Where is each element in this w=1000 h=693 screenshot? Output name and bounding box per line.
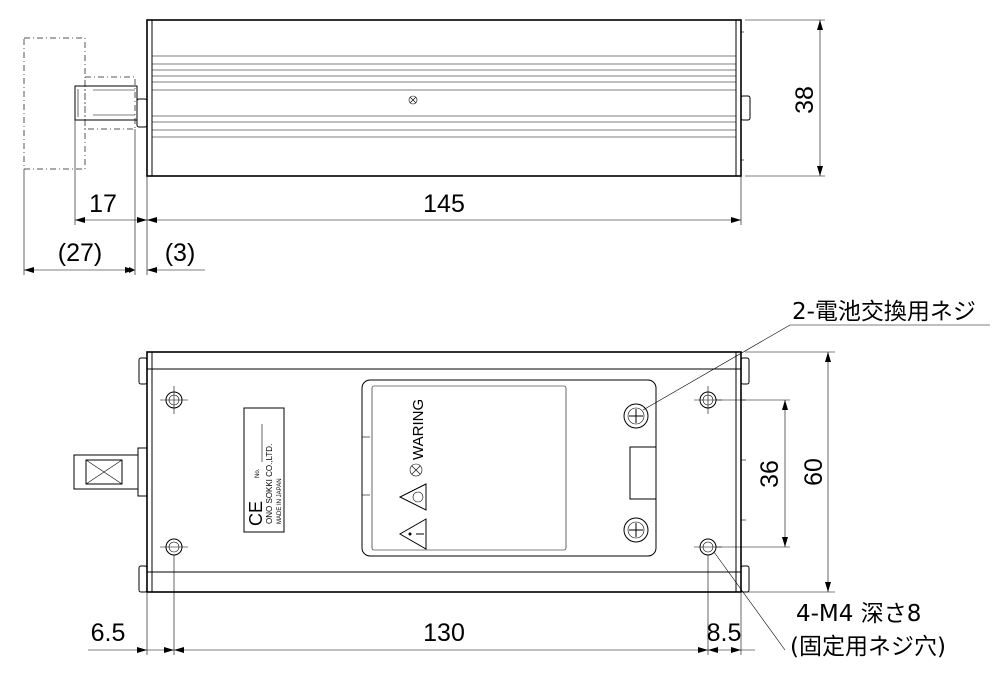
body-top [146,19,751,177]
battery-screw-top [623,403,649,429]
top-view: 38 145 17 (27) (3) [23,19,825,275]
shaft-dimension: 17 [89,190,117,218]
cover-dimension: (27) [58,239,102,267]
coupling-phantom-outline [84,76,136,130]
caution-triangle-icon [398,518,427,550]
nameplate: No. ONO SOKKI CO.,LTD. MADE IN JAPAN CE [243,407,285,533]
nameplate-no: No. [255,468,261,478]
hole-pitch-v-dimension: 36 [756,460,784,488]
left-offset-dimension: 6.5 [91,619,126,647]
nameplate-origin: MADE IN JAPAN [277,478,283,524]
warning-triangle-icon [398,483,427,511]
width-dimension: 60 [800,458,828,486]
warning-text: WARING [410,399,427,460]
right-offset-dimension: 8.5 [707,619,742,647]
ce-mark: CE [246,501,266,526]
mount-hole-callout-2: (固定用ネジ穴) [790,634,946,660]
gap-dimension: (3) [165,239,196,267]
warning-label: WARING [398,399,427,550]
length-dimension: 145 [423,190,465,218]
mount-hole-callout-1: 4-M4 深さ8 [796,601,921,627]
shaft [74,85,148,128]
mount-hole-bl [160,538,188,556]
height-dimension: 38 [791,86,819,114]
battery-screw-bottom [623,517,649,543]
battery-cover: WARING [361,379,657,557]
bottom-view: No. ONO SOKKI CO.,LTD. MADE IN JAPAN CE … [73,299,990,660]
cover-phantom-outline [23,37,86,170]
body-bottom [138,351,750,593]
mount-hole-tl [160,386,188,414]
battery-screw-callout: 2-電池交換用ネジ [792,299,976,325]
hole-pitch-h-dimension: 130 [423,619,465,647]
nameplate-maker: ONO SOKKI CO.,LTD. [265,444,274,524]
